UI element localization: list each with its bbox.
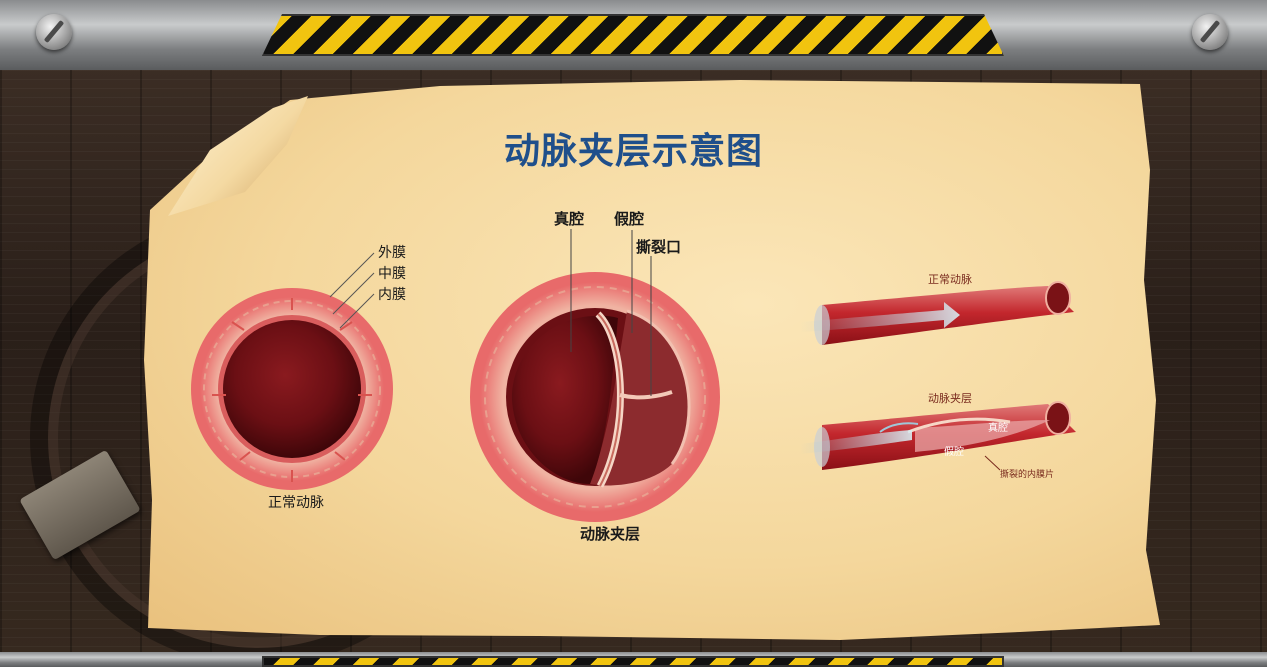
normal-vessel-illustration: [800, 281, 1074, 345]
normal-artery-cross-section: [191, 288, 393, 490]
label-vessel-false-lumen: 假腔: [944, 447, 964, 458]
label-media: 中膜: [378, 266, 406, 282]
label-vessel-true-lumen: 真腔: [988, 423, 1008, 434]
label-true-lumen: 真腔: [554, 210, 585, 228]
page-title: 动脉夹层示意图: [503, 131, 763, 172]
label-adventitia: 外膜: [378, 245, 406, 261]
label-false-lumen: 假腔: [614, 210, 645, 228]
label-intimal-tear: 撕裂口: [636, 238, 682, 256]
dissection-leader-lines: [570, 229, 652, 396]
label-intimal-flap: 撕裂的内膜片: [1000, 470, 1055, 480]
screw-icon: [1192, 14, 1228, 50]
hazard-stripe-top: [262, 14, 1004, 56]
label-dissection-vessel: 动脉夹层: [928, 392, 972, 405]
layer-leader-lines: [329, 252, 375, 329]
dissection-vessel-illustration: [800, 401, 1076, 471]
caption-normal-artery: 正常动脉: [268, 495, 324, 511]
hazard-stripe-bottom: [262, 656, 1004, 667]
dissection-cross-section: [470, 272, 720, 522]
label-normal-vessel: 正常动脉: [928, 273, 972, 286]
label-intima: 内膜: [378, 287, 406, 303]
screw-icon: [36, 14, 72, 50]
caption-dissection: 动脉夹层: [580, 525, 641, 543]
